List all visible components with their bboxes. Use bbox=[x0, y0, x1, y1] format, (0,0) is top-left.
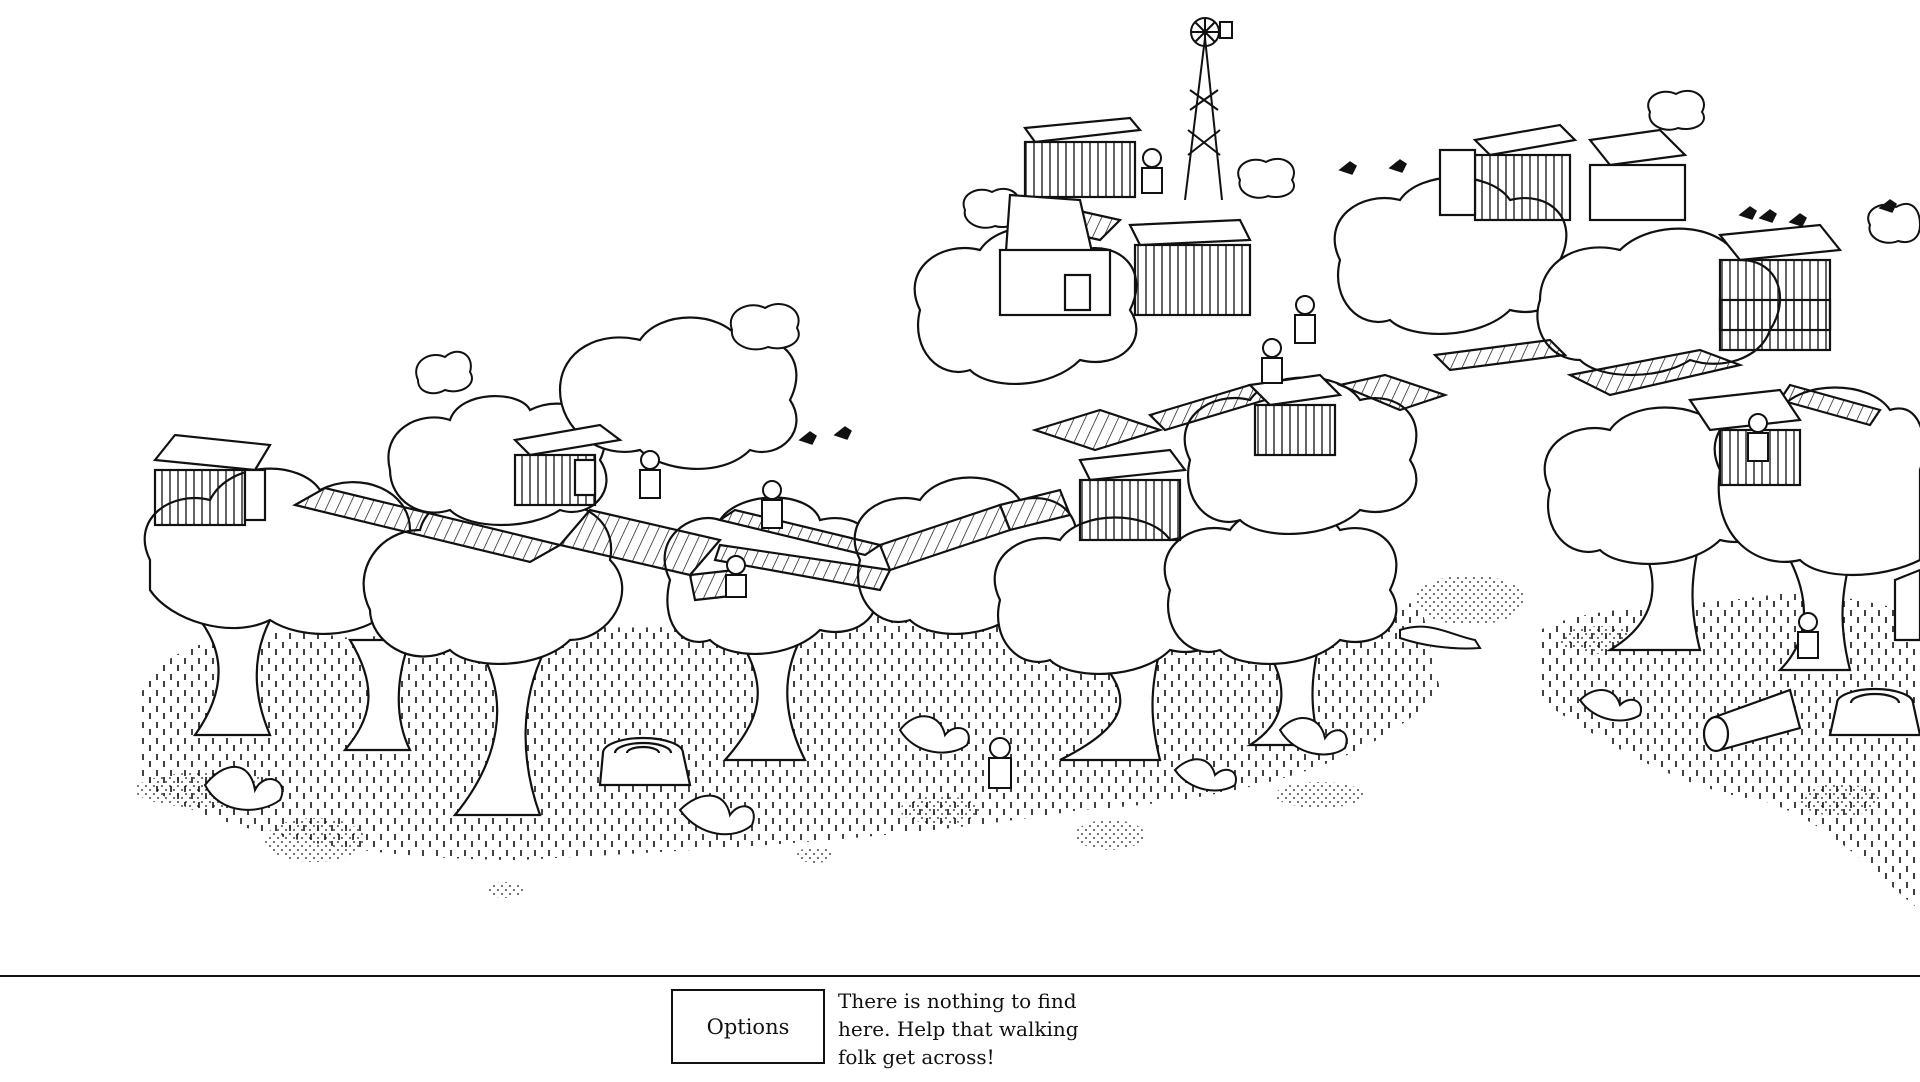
tree-crowns bbox=[415, 89, 1920, 395]
bird-icon bbox=[798, 159, 1897, 445]
windmill-icon bbox=[1184, 17, 1233, 201]
crocodile-icon bbox=[1399, 625, 1482, 650]
hint-text: There is nothing to find here. Help that… bbox=[838, 989, 1079, 1069]
game-scene[interactable] bbox=[0, 0, 1920, 974]
treetop-village-illustration[interactable] bbox=[0, 0, 1920, 974]
person-icon bbox=[639, 148, 1819, 789]
bottom-bar: Options There is nothing to find here. H… bbox=[0, 975, 1920, 1082]
tree-stump-icon bbox=[598, 687, 1920, 787]
fern-icon bbox=[203, 689, 1642, 836]
log-icon bbox=[1702, 688, 1802, 753]
treehouse-icon bbox=[152, 116, 1920, 642]
options-button[interactable]: Options bbox=[671, 989, 825, 1064]
